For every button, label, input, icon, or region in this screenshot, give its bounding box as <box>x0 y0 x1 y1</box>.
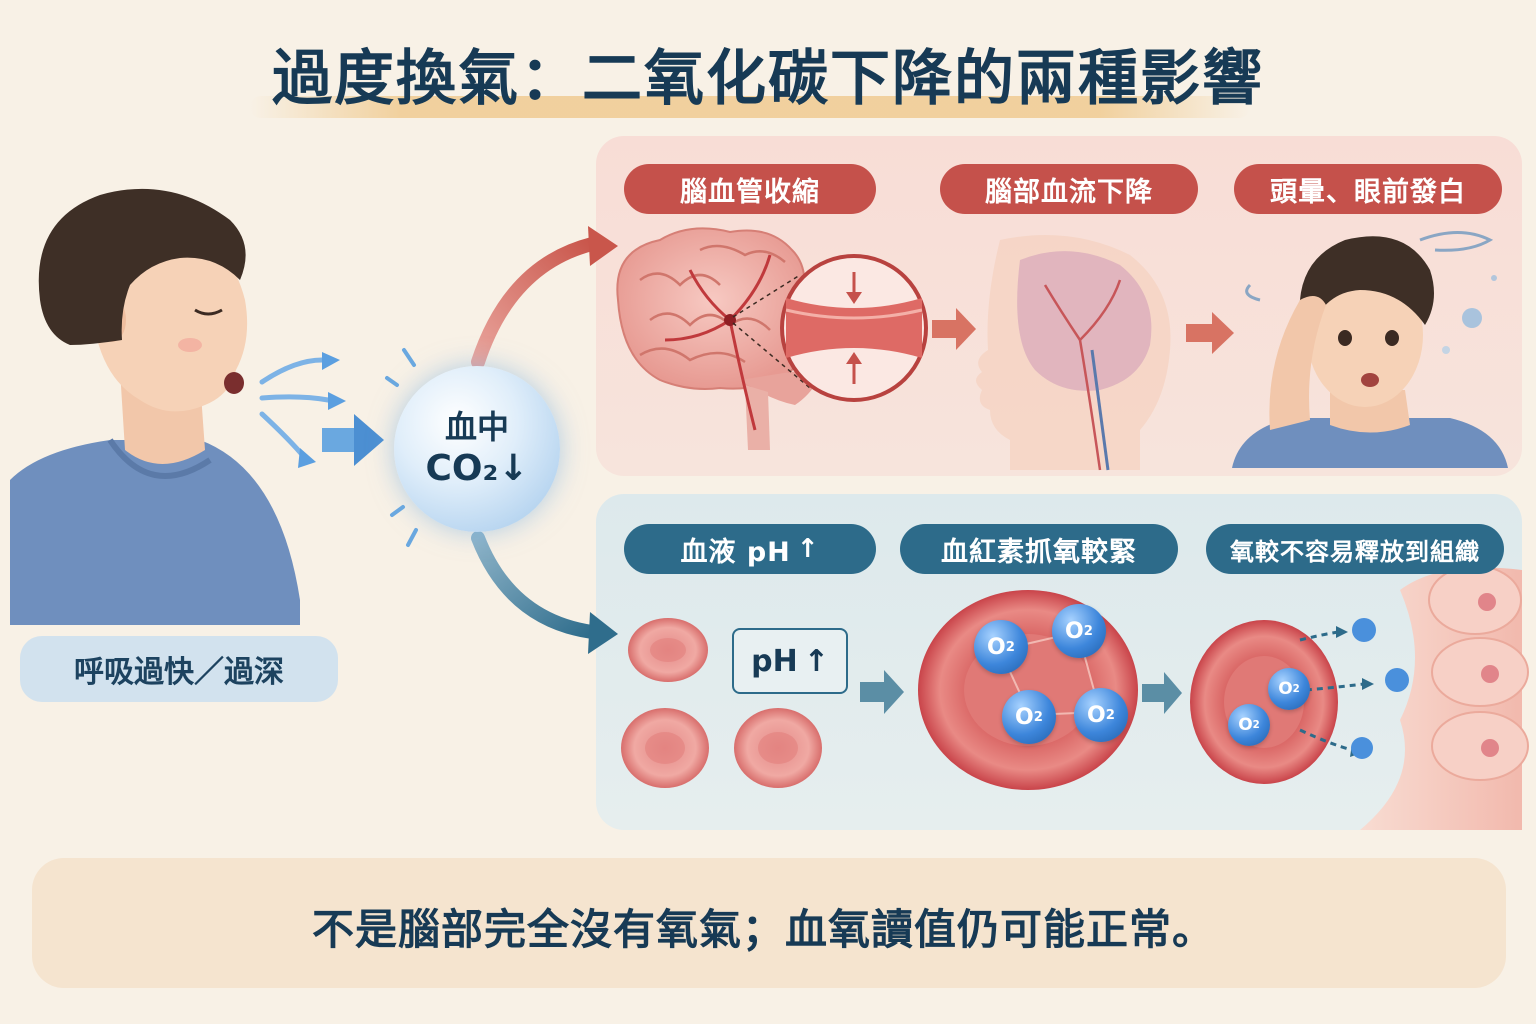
arrow-up-icon: ↑ <box>803 643 829 679</box>
title-underline <box>250 96 1250 118</box>
oxygen-releasing-red-blood-cell <box>1190 620 1338 784</box>
tissue-cells <box>1360 565 1529 830</box>
red-blood-cells-small <box>621 618 822 788</box>
released-oxygen-molecules <box>1351 618 1409 759</box>
ph-rise-badge: pH ↑ <box>732 628 848 694</box>
page-title: 過度換氣：二氧化碳下降的兩種影響 <box>272 44 1264 114</box>
step-blood-ph-rise: 血液 pH ↑ <box>624 524 876 574</box>
constricted-vessel-zoom <box>780 254 928 402</box>
blood-co2-indicator: 血中 CO₂↓ <box>394 366 560 532</box>
dizzy-person-illustration <box>1232 231 1508 468</box>
arrow-icon <box>1186 312 1234 354</box>
co2-label-line1: 血中 <box>444 408 509 446</box>
step-blood-ph-label: 血液 pH <box>680 536 791 568</box>
arrow-icon <box>322 414 384 466</box>
arrow-icon <box>1142 672 1182 714</box>
breathing-person-illustration <box>10 188 300 625</box>
step-cerebral-bloodflow-decrease: 腦部血流下降 <box>940 164 1198 214</box>
head-profile-illustration <box>976 235 1171 471</box>
footer-note-box <box>32 858 1506 988</box>
step-cerebral-vasoconstriction: 腦血管收縮 <box>624 164 876 214</box>
brain-illustration <box>616 227 818 450</box>
rapid-breathing-label: 呼吸過快／過深 <box>20 636 338 702</box>
exhaled-air-arrows <box>259 357 331 461</box>
dizzy-swirl-icon <box>1245 231 1494 302</box>
arrow-up-icon: ↑ <box>796 534 820 564</box>
arrow-icon <box>860 670 904 714</box>
co2-label-line2: CO₂↓ <box>425 448 529 489</box>
footer-note: 不是腦部完全沒有氧氣；血氧讀值仍可能正常。 <box>312 905 1216 954</box>
step-dizziness: 頭暈、眼前發白 <box>1234 164 1502 214</box>
ph-label: pH <box>751 643 798 679</box>
step-oxygen-release-harder: 氧較不容易釋放到組織 <box>1206 524 1504 574</box>
arrow-icon <box>932 308 976 350</box>
step-hemoglobin-binds-tighter: 血紅素抓氧較緊 <box>900 524 1178 574</box>
